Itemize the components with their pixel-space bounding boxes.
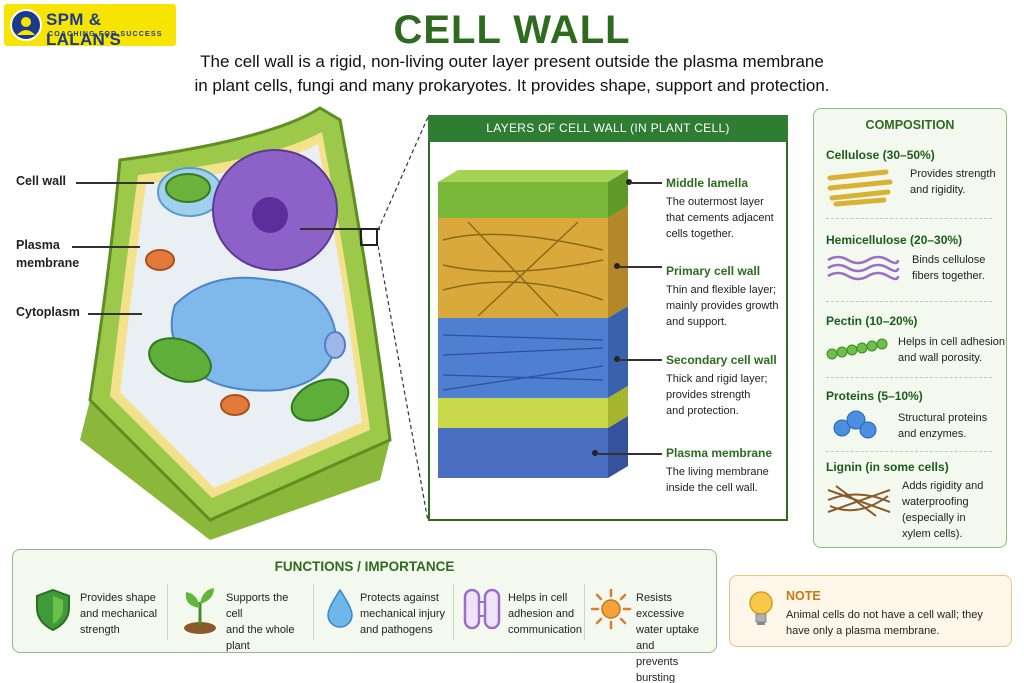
chloroplast-right bbox=[290, 378, 350, 422]
leader-primary-wall bbox=[618, 266, 662, 268]
mitochondrion-2 bbox=[220, 394, 250, 416]
layers-heading: LAYERS OF CELL WALL (IN PLANT CELL) bbox=[428, 115, 788, 142]
lightbulb-icon bbox=[749, 591, 773, 625]
composition-divider bbox=[826, 377, 992, 378]
pointer-plasma-membrane bbox=[592, 450, 598, 456]
composition-heading: COMPOSITION bbox=[865, 118, 955, 132]
intro-line-1: The cell wall is a rigid, non-living out… bbox=[200, 52, 824, 71]
note-text: Animal cells do not have a cell wall; th… bbox=[786, 609, 983, 637]
label-cytoplasm: Cytoplasm bbox=[16, 305, 80, 319]
function-separator bbox=[313, 584, 314, 640]
note-panel bbox=[729, 575, 1012, 647]
composition-title: Cellulose (30–50%) bbox=[826, 148, 935, 162]
cell-junction-icon bbox=[463, 588, 501, 630]
layer-secondary-wall bbox=[438, 318, 608, 398]
protein-molecule-icon bbox=[833, 410, 877, 439]
burst-icon bbox=[590, 588, 632, 630]
note-heading: NOTE bbox=[786, 589, 821, 603]
leader-cell-wall bbox=[76, 182, 154, 184]
function-separator bbox=[167, 584, 168, 640]
intro-line-2: in plant cells, fungi and many prokaryot… bbox=[194, 76, 830, 95]
function-separator bbox=[584, 584, 585, 640]
pointer-secondary-wall bbox=[614, 356, 620, 362]
composition-divider bbox=[826, 301, 992, 302]
chloroplast-left bbox=[148, 337, 212, 383]
pointer-primary-wall bbox=[614, 263, 620, 269]
mitochondrion-1 bbox=[145, 249, 175, 271]
composition-panel bbox=[813, 108, 1007, 548]
leader-plasma-membrane bbox=[72, 246, 140, 248]
leader-secondary-wall bbox=[618, 359, 662, 361]
functions-heading: FUNCTIONS / IMPORTANCE bbox=[274, 559, 455, 574]
composition-divider bbox=[826, 218, 992, 219]
shield-icon bbox=[36, 588, 70, 632]
label-plasma: Plasma bbox=[16, 238, 60, 252]
page-title: CELL WALL bbox=[393, 8, 631, 52]
leader-middle-lamella bbox=[630, 182, 662, 184]
layer-plasma-membrane bbox=[438, 428, 608, 478]
sprout-icon bbox=[184, 588, 216, 634]
wavy-strands-icon bbox=[827, 255, 900, 281]
cellulose-fibers-icon bbox=[827, 169, 893, 207]
pointer-middle-lamella bbox=[626, 179, 632, 185]
composition-divider bbox=[826, 451, 992, 452]
lignin-mesh-icon bbox=[827, 485, 891, 517]
bead-chain-icon bbox=[826, 338, 888, 360]
logo-tagline: COACHING FOR SUCCESS bbox=[48, 31, 163, 38]
functions-panel bbox=[12, 549, 717, 653]
layer-title: Plasma membrane bbox=[666, 446, 773, 460]
brand-logo: SPM & LALAN'S COACHING FOR SUCCESS bbox=[4, 4, 176, 49]
layer-title: Middle lamella bbox=[666, 176, 749, 190]
leader-plasma-membrane-layer bbox=[596, 453, 662, 455]
zoom-marker-box bbox=[360, 228, 378, 246]
layer-title: Secondary cell wall bbox=[666, 353, 777, 367]
layer-membrane-band bbox=[438, 398, 608, 428]
composition-title: Proteins (5–10%) bbox=[826, 389, 923, 403]
zoom-dashed-lines bbox=[378, 116, 429, 522]
water-drop-icon bbox=[327, 588, 353, 628]
graduate-badge-icon bbox=[10, 9, 42, 41]
cell-wall-layers-block bbox=[438, 170, 628, 478]
chloroplast-top bbox=[165, 173, 211, 203]
composition-title: Hemicellulose (20–30%) bbox=[826, 233, 963, 247]
logo-name: SPM & LALAN'S bbox=[46, 10, 122, 49]
function-separator bbox=[453, 584, 454, 640]
layer-middle-lamella bbox=[438, 182, 608, 218]
composition-title: Lignin (in some cells) bbox=[826, 460, 949, 474]
golgi-body bbox=[324, 331, 346, 359]
zoom-line-a bbox=[300, 228, 380, 230]
layer-desc: Thin and flexible layer;mainly provides … bbox=[666, 284, 779, 328]
label-cell-wall: Cell wall bbox=[16, 174, 67, 188]
plant-cell-illustration bbox=[80, 106, 392, 540]
layer-title: Primary cell wall bbox=[666, 264, 761, 278]
label-membrane: membrane bbox=[16, 256, 80, 270]
layer-primary-wall bbox=[438, 218, 608, 318]
composition-title: Pectin (10–20%) bbox=[826, 314, 918, 328]
nucleolus bbox=[252, 197, 288, 233]
leader-cytoplasm bbox=[88, 313, 142, 315]
